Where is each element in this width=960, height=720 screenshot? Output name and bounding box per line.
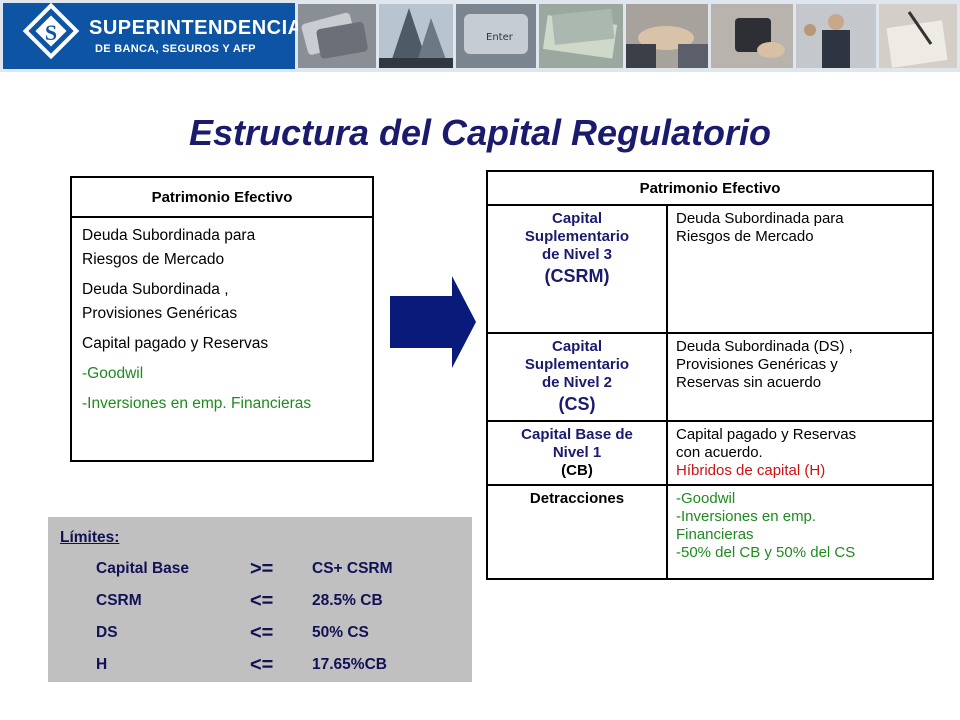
tier3-desc-line: Deuda Subordinada para <box>676 210 844 227</box>
tier1-desc-line: con acuerdo. <box>676 444 763 461</box>
left-item-4: Provisiones Genéricas <box>82 305 238 322</box>
limit-name: DS <box>96 624 118 641</box>
card-photo <box>298 4 376 68</box>
limit-operator: <= <box>250 590 274 612</box>
limit-value: 50% CS <box>312 624 369 641</box>
svg-text:Enter: Enter <box>486 32 514 43</box>
tier2-desc-line: Reservas sin acuerdo <box>676 374 822 391</box>
phone-photo <box>711 4 793 68</box>
table-row: Capital Base de Nivel 1 (CB) Capital pag… <box>486 420 934 486</box>
tier2-label-line: Suplementario <box>524 356 630 373</box>
tier3-label: Capital Suplementario de Nivel 3 (CSRM) <box>486 204 668 334</box>
limits-title: Límites: <box>60 529 120 546</box>
table-row: Capital Suplementario de Nivel 2 (CS) De… <box>486 332 934 422</box>
limit-operator: <= <box>250 654 274 676</box>
left-item-7: -Inversiones en emp. Financieras <box>82 395 312 412</box>
left-table-body: Deuda Subordinada para Riesgos de Mercad… <box>72 218 372 422</box>
limit-name: H <box>96 656 108 673</box>
logo-subtitle: DE BANCA, SEGUROS Y AFP <box>95 43 256 55</box>
tier1-label: Capital Base de Nivel 1 (CB) <box>486 420 668 486</box>
tier1-description: Capital pagado y Reservas con acuerdo. H… <box>666 420 934 486</box>
hybrid-capital-text: Híbridos de capital (H) <box>676 462 826 479</box>
left-item-1: Deuda Subordinada para <box>82 227 256 244</box>
deduction-line: Financieras <box>676 526 754 543</box>
left-item-3: Deuda Subordinada , <box>82 281 229 298</box>
meeting-photo <box>796 4 876 68</box>
limit-value: CS+ CSRM <box>312 560 393 577</box>
right-table-header: Patrimonio Efectivo <box>486 170 934 206</box>
deductions-label: Detracciones <box>486 484 668 580</box>
limit-name: Capital Base <box>96 560 190 577</box>
tier3-label-line: Suplementario <box>524 228 630 245</box>
tier3-label-line: Capital <box>551 210 602 227</box>
left-item-6: -Goodwil <box>82 365 144 382</box>
limit-operator: <= <box>250 622 274 644</box>
tier2-label-line: Capital <box>551 338 602 355</box>
limit-value: 17.65%CB <box>312 656 387 673</box>
deduction-line: -Inversiones en emp. <box>676 508 817 525</box>
table-row: Detracciones -Goodwil -Inversiones en em… <box>486 484 934 580</box>
tier2-desc-line: Provisiones Genéricas y <box>676 356 838 373</box>
tier2-label: Capital Suplementario de Nivel 2 (CS) <box>486 332 668 422</box>
right-capital-table: Patrimonio Efectivo Capital Suplementari… <box>486 170 934 580</box>
writing-photo <box>879 4 957 68</box>
limits-box: Límites: Capital Base >= CS+ CSRM CSRM <… <box>48 517 472 682</box>
tier2-description: Deuda Subordinada (DS) , Provisiones Gen… <box>666 332 934 422</box>
limit-operator: >= <box>250 558 274 580</box>
deductions-description: -Goodwil -Inversiones en emp. Financiera… <box>666 484 934 580</box>
deduction-line: -Goodwil <box>676 490 736 507</box>
tier3-description: Deuda Subordinada para Riesgos de Mercad… <box>666 204 934 334</box>
sbs-logo: S SUPERINTENDENCIA DE BANCA, SEGUROS Y A… <box>3 2 302 69</box>
tier3-abbr: (CSRM) <box>544 266 610 286</box>
deduction-line: -50% del CB y 50% del CS <box>676 544 856 561</box>
header-banner: S SUPERINTENDENCIA DE BANCA, SEGUROS Y A… <box>0 0 960 72</box>
left-capital-table: Patrimonio Efectivo Deuda Subordinada pa… <box>70 176 374 462</box>
right-arrow-icon <box>390 276 476 368</box>
limit-name: CSRM <box>96 592 142 609</box>
tier2-abbr: (CS) <box>558 394 596 414</box>
page-title: Estructura del Capital Regulatorio <box>188 112 772 153</box>
left-item-5: Capital pagado y Reservas <box>82 335 269 352</box>
handshake-photo <box>626 4 708 68</box>
building-photo <box>379 4 453 68</box>
tier3-label-line: de Nivel 3 <box>541 246 613 263</box>
tier1-desc-line: Capital pagado y Reservas <box>676 426 857 443</box>
deductions-label-line: Detracciones <box>529 490 625 507</box>
tier1-abbr: (CB) <box>561 462 593 479</box>
left-item-2: Riesgos de Mercado <box>82 251 225 268</box>
logo-title: SUPERINTENDENCIA <box>89 17 303 39</box>
tier2-label-line: de Nivel 2 <box>541 374 613 391</box>
money-photo <box>539 4 623 68</box>
logo-s-icon: S <box>44 20 58 45</box>
keyboard-photo: Enter <box>456 4 536 68</box>
tier1-label-line: Capital Base de <box>521 426 633 443</box>
left-table-header: Patrimonio Efectivo <box>72 178 372 218</box>
tier1-label-line: Nivel 1 <box>552 444 602 461</box>
limit-value: 28.5% CB <box>312 592 383 609</box>
tier2-desc-line: Deuda Subordinada (DS) , <box>676 338 853 355</box>
table-row: Capital Suplementario de Nivel 3 (CSRM) … <box>486 204 934 334</box>
tier3-desc-line: Riesgos de Mercado <box>676 228 814 245</box>
